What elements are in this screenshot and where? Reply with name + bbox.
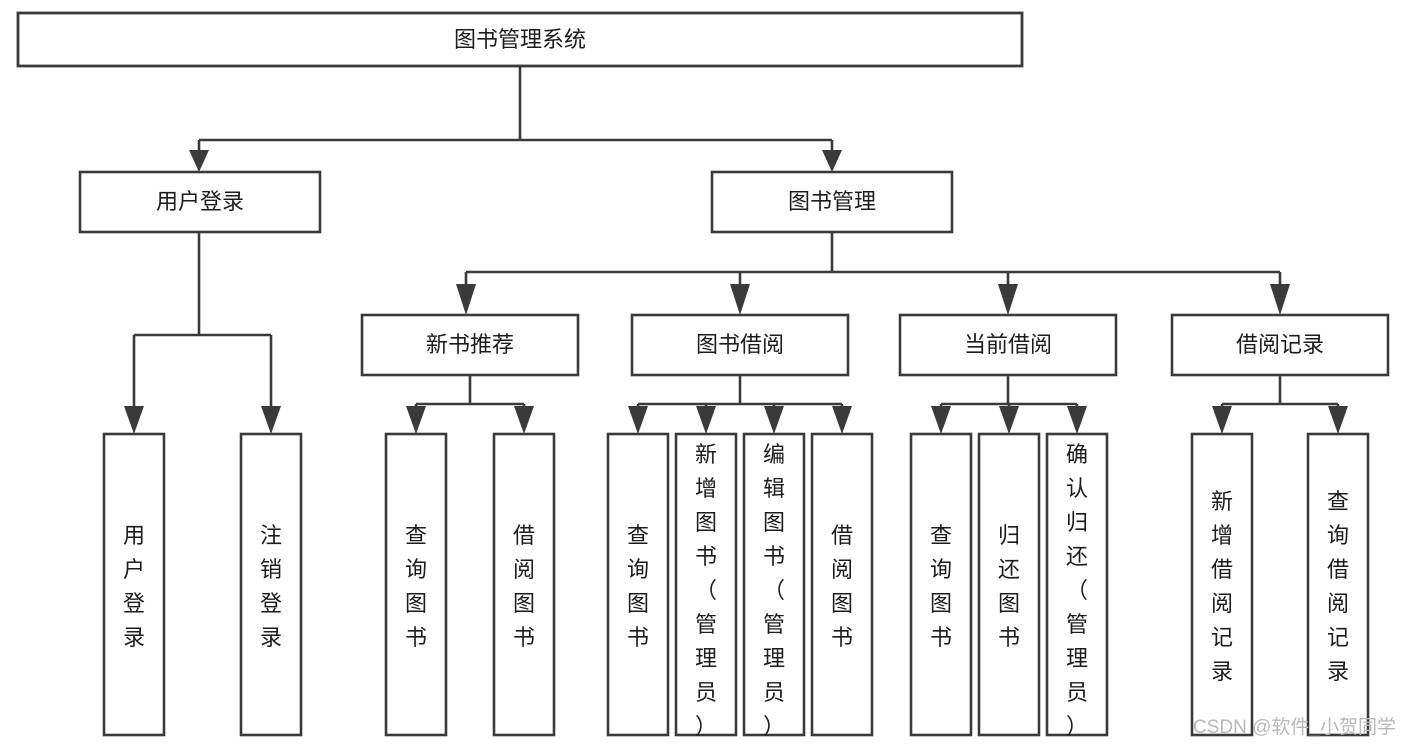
- node-leaf-add-book-label: 新增图书（管理员）: [695, 442, 717, 739]
- node-leaf-edit-book[interactable]: 编辑图书（管理员）: [742, 432, 806, 739]
- arrowhead-leaf-query-book-3: [931, 406, 951, 434]
- node-new-book-rec-box[interactable]: [360, 313, 580, 377]
- node-current-borrow-label: 当前借阅: [964, 332, 1052, 357]
- node-leaf-logout-box[interactable]: [239, 432, 303, 737]
- node-current-borrow-box[interactable]: [898, 313, 1118, 377]
- node-leaf-user-login-box[interactable]: [102, 432, 166, 737]
- arrowhead-book-manage: [822, 150, 842, 172]
- node-leaf-query-record-label: 查询借阅记录: [1327, 489, 1349, 684]
- node-leaf-query-record[interactable]: 查询借阅记录: [1306, 432, 1370, 737]
- node-book-borrow[interactable]: 图书借阅: [630, 313, 850, 377]
- arrowhead-leaf-add-book: [696, 406, 716, 434]
- node-leaf-borrow-book-2-box[interactable]: [810, 432, 874, 737]
- node-leaf-query-book-3-label: 查询图书: [930, 523, 952, 650]
- node-book-borrow-box[interactable]: [630, 313, 850, 377]
- watermark-label: CSDN @软件_小贺同学: [1193, 716, 1396, 738]
- arrowhead-leaf-confirm-return: [1067, 406, 1087, 434]
- node-borrow-record-label: 借阅记录: [1236, 332, 1324, 357]
- node-book-manage[interactable]: 图书管理: [710, 170, 954, 234]
- node-new-book-rec-label: 新书推荐: [426, 332, 514, 357]
- arrowhead-leaf-return-book: [999, 406, 1019, 434]
- node-leaf-borrow-book-2[interactable]: 借阅图书: [810, 432, 874, 737]
- node-leaf-borrow-book-1[interactable]: 借阅图书: [492, 432, 556, 737]
- arrowhead-leaf-query-book-1: [406, 406, 426, 434]
- node-leaf-logout-label: 注销登录: [260, 523, 282, 650]
- arrowhead-leaf-query-book-2: [628, 406, 648, 434]
- node-leaf-confirm-return-label: 确认归还（管理员）: [1066, 442, 1088, 739]
- node-leaf-query-book-1-label: 查询图书: [405, 523, 427, 650]
- node-leaf-query-book-3[interactable]: 查询图书: [909, 432, 973, 737]
- node-book-manage-label: 图书管理: [788, 189, 876, 214]
- node-leaf-return-book-label: 归还图书: [998, 523, 1020, 650]
- arrowhead-leaf-edit-book: [764, 406, 784, 434]
- node-borrow-record-box[interactable]: [1170, 313, 1390, 377]
- node-leaf-add-record-label: 新增借阅记录: [1211, 489, 1233, 684]
- arrowhead-leaf-query-record: [1328, 406, 1348, 434]
- node-user-login[interactable]: 用户登录: [78, 170, 322, 234]
- arrowhead-leaf-user-login: [124, 406, 144, 434]
- node-leaf-query-book-2-box[interactable]: [606, 432, 670, 737]
- node-user-login-box[interactable]: [78, 170, 322, 234]
- connector-layer: [124, 66, 1348, 434]
- node-leaf-user-login[interactable]: 用户登录: [102, 432, 166, 737]
- node-current-borrow[interactable]: 当前借阅: [898, 313, 1118, 377]
- node-root-box[interactable]: [16, 11, 1024, 68]
- node-leaf-return-book-box[interactable]: [977, 432, 1041, 737]
- node-borrow-record[interactable]: 借阅记录: [1170, 313, 1390, 377]
- node-new-book-rec[interactable]: 新书推荐: [360, 313, 580, 377]
- node-leaf-logout[interactable]: 注销登录: [239, 432, 303, 737]
- node-leaf-query-book-2[interactable]: 查询图书: [606, 432, 670, 737]
- arrowhead-leaf-add-record: [1212, 406, 1232, 434]
- arrowhead-user-login: [189, 150, 209, 172]
- arrowhead-current-borrow: [998, 284, 1018, 315]
- node-leaf-query-book-3-box[interactable]: [909, 432, 973, 737]
- node-leaf-query-book-1[interactable]: 查询图书: [384, 432, 448, 737]
- node-leaf-confirm-return[interactable]: 确认归还（管理员）: [1045, 432, 1109, 739]
- arrowhead-leaf-borrow-book-1: [514, 406, 534, 434]
- node-book-borrow-label: 图书借阅: [696, 332, 784, 357]
- node-leaf-add-record[interactable]: 新增借阅记录: [1190, 432, 1254, 737]
- arrowhead-leaf-borrow-book-2: [832, 406, 852, 434]
- node-leaf-borrow-book-1-box[interactable]: [492, 432, 556, 737]
- node-leaf-add-book-box[interactable]: [674, 432, 738, 737]
- node-leaf-query-record-box[interactable]: [1306, 432, 1370, 737]
- node-leaf-return-book[interactable]: 归还图书: [977, 432, 1041, 737]
- node-leaf-confirm-return-box[interactable]: [1045, 432, 1109, 737]
- arrowhead-book-borrow: [730, 284, 750, 315]
- node-root-label: 图书管理系统: [454, 27, 586, 52]
- node-root[interactable]: 图书管理系统: [16, 11, 1024, 68]
- node-book-manage-box[interactable]: [710, 170, 954, 234]
- node-leaf-add-record-box[interactable]: [1190, 432, 1254, 737]
- node-leaf-add-book[interactable]: 新增图书（管理员）: [674, 432, 738, 739]
- arrowhead-borrow-record: [1270, 284, 1290, 315]
- node-leaf-query-book-1-box[interactable]: [384, 432, 448, 737]
- node-user-login-label: 用户登录: [156, 189, 244, 214]
- node-leaf-edit-book-box[interactable]: [742, 432, 806, 737]
- node-leaf-borrow-book-2-label: 借阅图书: [831, 523, 853, 650]
- node-leaf-edit-book-label: 编辑图书（管理员）: [763, 442, 785, 739]
- arrowhead-new-book-rec: [456, 284, 476, 315]
- node-leaf-query-book-2-label: 查询图书: [627, 523, 649, 650]
- arrowhead-leaf-logout: [261, 406, 281, 434]
- node-leaf-user-login-label: 用户登录: [123, 523, 145, 650]
- node-leaf-borrow-book-1-label: 借阅图书: [513, 523, 535, 650]
